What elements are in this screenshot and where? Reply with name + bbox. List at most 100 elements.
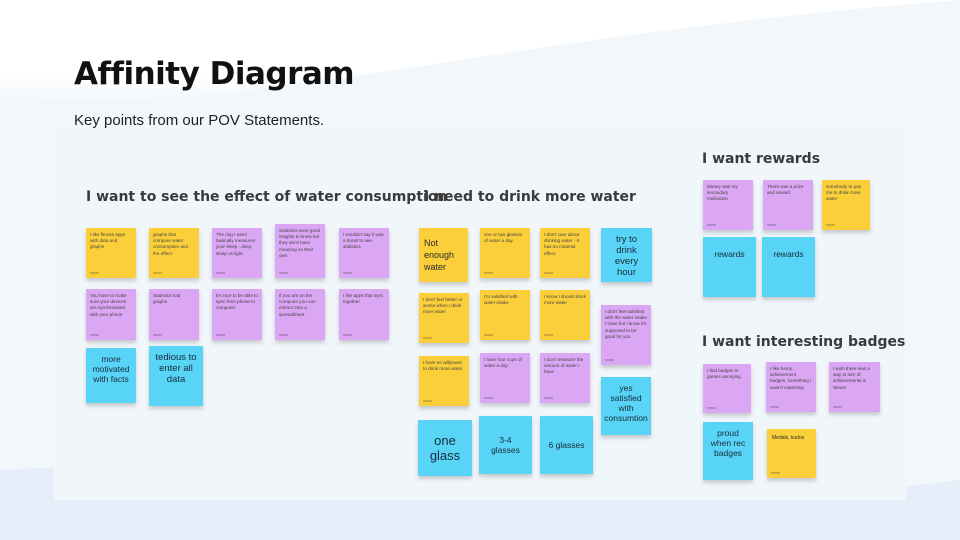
sticky-note-text: 6 glasses: [548, 440, 585, 450]
sticky-note[interactable]: I wish there was a way to turn of achiev…: [829, 362, 880, 412]
sticky-note-text: I find badges in games annoying: [707, 368, 741, 380]
sticky-note-text: I know I should drink more water: [544, 294, 586, 306]
author-tag: [484, 397, 493, 399]
author-tag: [343, 334, 352, 336]
author-tag: [90, 272, 99, 274]
author-tag: [544, 397, 553, 399]
author-tag: [423, 400, 432, 402]
sticky-note-summary[interactable]: 3-4 glasses: [479, 416, 532, 474]
sticky-note-text: I like fitness apps with data and graphs: [90, 232, 126, 250]
sticky-note[interactable]: I don't care about drinking water - it h…: [540, 228, 590, 278]
sticky-note[interactable]: Statistics were good insights to know bu…: [275, 224, 325, 278]
sticky-note[interactable]: I like funny achievement badges, somethi…: [766, 362, 816, 412]
sticky-note-text: I don't feel better or worse when I drin…: [423, 297, 463, 315]
sticky-note-text: I wouldn't say it was a boost to see sta…: [343, 232, 384, 250]
sticky-note-summary[interactable]: rewards: [703, 237, 756, 297]
sticky-note-text: The ring I used basically measures your …: [216, 232, 256, 256]
sticky-note[interactable]: I like apps that sync together: [339, 289, 389, 340]
sticky-note-text: graphs that compare water consumption an…: [153, 232, 188, 256]
sticky-note-summary[interactable]: rewards: [762, 237, 815, 297]
sticky-note-text: Medals, kudos: [772, 435, 805, 441]
sticky-note[interactable]: graphs that compare water consumption an…: [149, 228, 199, 278]
author-tag: [279, 334, 288, 336]
sticky-note[interactable]: I have no willpower to drink more water: [419, 356, 469, 406]
sticky-note-text: I like apps that sync together: [343, 293, 384, 305]
sticky-note-text: I wish there was a way to turn of achiev…: [833, 366, 870, 390]
sticky-note-text: yes satisfied with consumtion: [604, 383, 648, 423]
sticky-note[interactable]: I don't feel better or worse when I drin…: [419, 293, 469, 343]
sticky-note[interactable]: You have to make sure your devices are s…: [86, 289, 136, 340]
sticky-note-summary[interactable]: more motivated with facts: [86, 348, 136, 403]
sticky-note-text: more motivated with facts: [92, 354, 130, 384]
sticky-note-summary[interactable]: one glass: [418, 420, 472, 476]
sticky-note-text: I don't care about drinking water - it h…: [544, 232, 580, 256]
sticky-note-text: I don't measure the amount of water I ha…: [544, 357, 584, 375]
sticky-note[interactable]: If you are on the computer you can extra…: [275, 289, 325, 340]
sticky-note[interactable]: I like fitness apps with data and graphs: [86, 228, 136, 278]
author-tag: [771, 472, 780, 474]
author-tag: [423, 337, 432, 339]
sticky-note[interactable]: There was a prize and reward: [763, 180, 813, 230]
author-tag: [343, 272, 352, 274]
sticky-note[interactable]: I wouldn't say it was a boost to see sta…: [339, 228, 389, 278]
author-tag: [544, 272, 553, 274]
sticky-note-text: It's nice to be able to sync from phone …: [216, 293, 258, 311]
sticky-note-summary[interactable]: yes satisfied with consumtion: [601, 377, 651, 435]
author-tag: [216, 334, 225, 336]
sticky-note-text: If you are on the computer you can extra…: [279, 293, 316, 317]
sticky-note-text: one or two glasses of water a day: [484, 232, 523, 244]
author-tag: [826, 224, 835, 226]
author-tag: [707, 407, 716, 409]
sticky-note-text: tedious to enter all data: [155, 352, 197, 385]
sticky-note-summary[interactable]: tedious to enter all data: [149, 346, 203, 406]
sticky-note-text: I'm satisfied with water intake: [484, 294, 518, 306]
sticky-note[interactable]: I have four cups of water a day: [480, 353, 530, 403]
sticky-note-text: 3-4 glasses: [491, 435, 520, 455]
author-tag: [605, 359, 614, 361]
sticky-note-text: somebody to pay me to drink more water: [826, 184, 861, 202]
sticky-note-text: I have no willpower to drink more water: [423, 360, 463, 372]
sticky-note[interactable]: somebody to pay me to drink more water: [822, 180, 870, 230]
sticky-note-text: Statistics were good insights to know bu…: [279, 228, 321, 258]
sticky-note-text: Not enough water: [424, 238, 455, 272]
author-tag: [833, 406, 842, 408]
sticky-note-text: I like funny achievement badges, somethi…: [770, 366, 812, 390]
group-title-rewards: I want rewards: [702, 151, 821, 167]
group-title-effect: I want to see the effect of water consum…: [86, 189, 448, 205]
sticky-note[interactable]: I know I should drink more water: [540, 290, 590, 340]
sticky-note-text: I don't feel satisfied with the water in…: [605, 309, 647, 339]
page-title: Affinity Diagram: [74, 56, 355, 92]
sticky-note[interactable]: The ring I used basically measures your …: [212, 228, 262, 278]
sticky-note[interactable]: Not enough water: [419, 228, 468, 282]
sticky-note[interactable]: I find badges in games annoying: [703, 364, 751, 413]
sticky-note-summary[interactable]: try to drink every hour: [601, 228, 652, 282]
sticky-note[interactable]: Statistics had graphs: [149, 289, 199, 340]
sticky-note-text: one glass: [429, 433, 461, 463]
sticky-note[interactable]: I don't feel satisfied with the water in…: [601, 305, 651, 365]
sticky-note-text: I have four cups of water a day: [484, 357, 522, 369]
sticky-note-text: proud when rec badges: [710, 428, 746, 458]
sticky-note-text: rewards: [773, 249, 804, 259]
sticky-note-text: try to drink every hour: [614, 234, 639, 278]
sticky-note-text: You have to make sure your devices are s…: [90, 293, 127, 317]
sticky-note[interactable]: It's nice to be able to sync from phone …: [212, 289, 262, 340]
page-subtitle: Key points from our POV Statements.: [74, 112, 325, 129]
author-tag: [153, 272, 162, 274]
sticky-note-summary[interactable]: 6 glasses: [540, 416, 593, 474]
sticky-note-text: Money was my secondary motivation: [707, 184, 738, 202]
author-tag: [484, 272, 493, 274]
author-tag: [484, 334, 493, 336]
author-tag: [279, 272, 288, 274]
sticky-note-text: There was a prize and reward: [767, 184, 804, 196]
sticky-note-summary[interactable]: proud when rec badges: [703, 422, 753, 480]
sticky-note[interactable]: Money was my secondary motivation: [703, 180, 753, 230]
sticky-note[interactable]: I don't measure the amount of water I ha…: [540, 353, 590, 403]
author-tag: [767, 224, 776, 226]
sticky-note-text: rewards: [714, 249, 745, 259]
author-tag: [216, 272, 225, 274]
author-tag: [707, 224, 716, 226]
sticky-note[interactable]: Medals, kudos: [767, 429, 816, 478]
sticky-note[interactable]: one or two glasses of water a day: [480, 228, 530, 278]
sticky-note[interactable]: I'm satisfied with water intake: [480, 290, 530, 340]
author-tag: [153, 334, 162, 336]
